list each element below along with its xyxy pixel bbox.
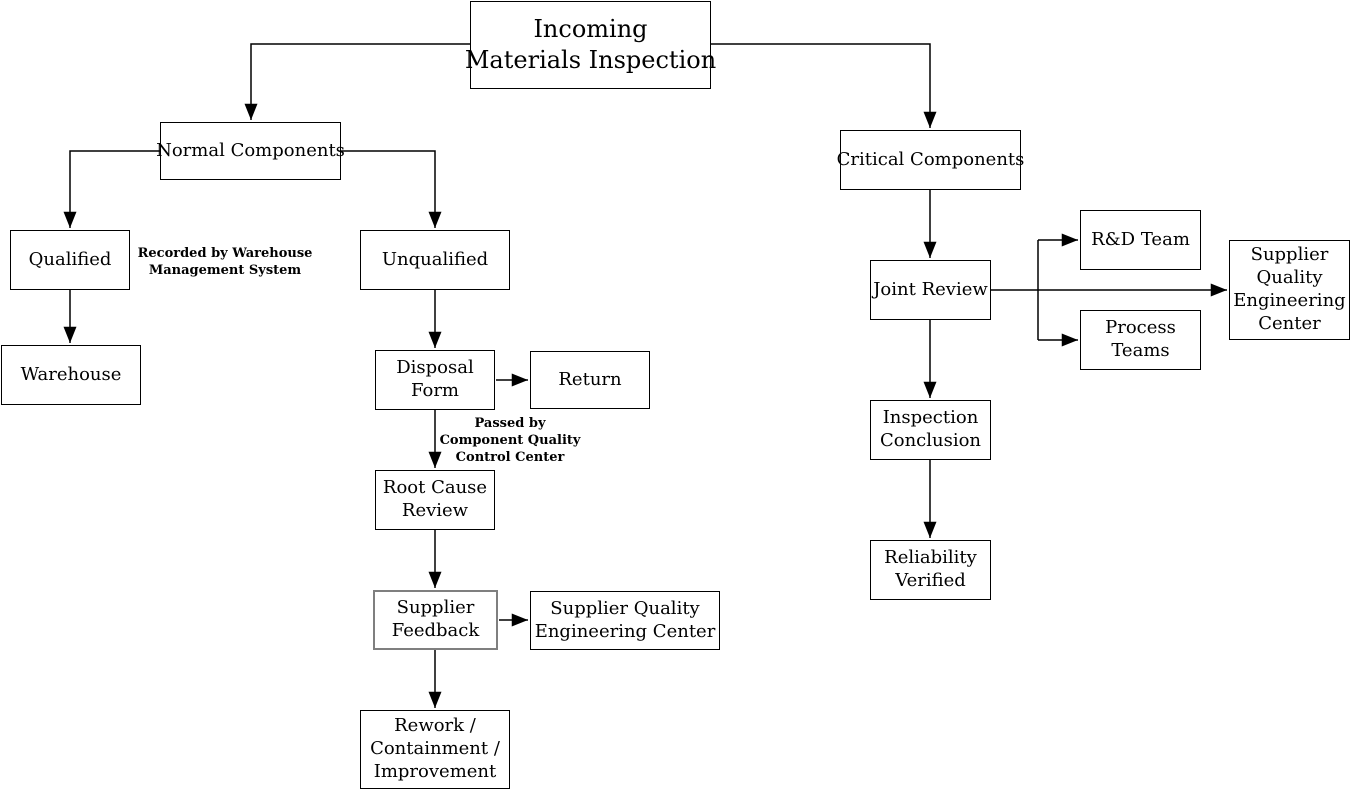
node-label: Supplier Quality Engineering Center [1233, 244, 1346, 334]
node-inspection-conclusion[interactable]: Inspection Conclusion [870, 400, 991, 460]
node-label: Process Teams [1105, 317, 1176, 361]
node-process-teams[interactable]: Process Teams [1080, 310, 1201, 370]
node-unqualified[interactable]: Unqualified [360, 230, 510, 290]
node-label: Inspection Conclusion [879, 407, 982, 451]
node-label: Disposal Form [396, 357, 474, 401]
node-label: Rework / Containment / Improvement [370, 715, 500, 782]
node-reliability-verified[interactable]: Reliability Verified [870, 540, 991, 600]
annotation-passed-by-component-quality-control-center: Passed by Component Quality Control Cent… [439, 416, 581, 466]
annotation-recorded-by-warehouse-management-system: Recorded by Warehouse Management System [137, 246, 313, 279]
node-joint-review[interactable]: Joint Review [870, 260, 991, 320]
node-warehouse[interactable]: Warehouse [1, 345, 141, 405]
node-qualified[interactable]: Qualified [10, 230, 130, 290]
node-supplier-quality-engineering-center-right[interactable]: Supplier Quality Engineering Center [1229, 240, 1350, 340]
node-disposal-form[interactable]: Disposal Form [375, 350, 495, 410]
edge-incoming-to-critical [711, 43, 937, 128]
node-label: Return [558, 368, 622, 390]
node-rework-containment-improvement[interactable]: Rework / Containment / Improvement [360, 710, 510, 789]
node-label: Qualified [28, 248, 112, 270]
node-label: Supplier Feedback [391, 597, 480, 641]
node-supplier-feedback[interactable]: Supplier Feedback [373, 590, 498, 650]
node-label: R&D Team [1091, 228, 1190, 250]
node-label: Warehouse [20, 363, 122, 385]
node-label: Supplier Quality Engineering Center [534, 597, 716, 642]
node-critical-components[interactable]: Critical Components [837, 130, 1024, 190]
node-supplier-quality-engineering-center-left[interactable]: Supplier Quality Engineering Center [530, 591, 720, 650]
node-label: Root Cause Review [382, 477, 488, 521]
edge-incoming-to-normal [244, 43, 470, 120]
node-label: Unqualified [381, 248, 489, 270]
node-normal-components[interactable]: Normal Components [156, 122, 345, 180]
node-label: Normal Components [156, 139, 345, 161]
node-incoming-materials-inspection[interactable]: Incoming Materials Inspection [465, 1, 716, 89]
node-label: Critical Components [836, 148, 1025, 170]
node-root-cause-review[interactable]: Root Cause Review [375, 470, 495, 530]
node-label: Incoming Materials Inspection [464, 14, 717, 74]
node-label: Joint Review [873, 278, 988, 300]
node-return[interactable]: Return [530, 351, 650, 409]
edge-normal-to-qualified [63, 150, 160, 228]
node-label: Reliability Verified [884, 547, 977, 591]
edge-normal-to-unqualified [341, 150, 442, 228]
node-rd-team[interactable]: R&D Team [1080, 210, 1201, 270]
